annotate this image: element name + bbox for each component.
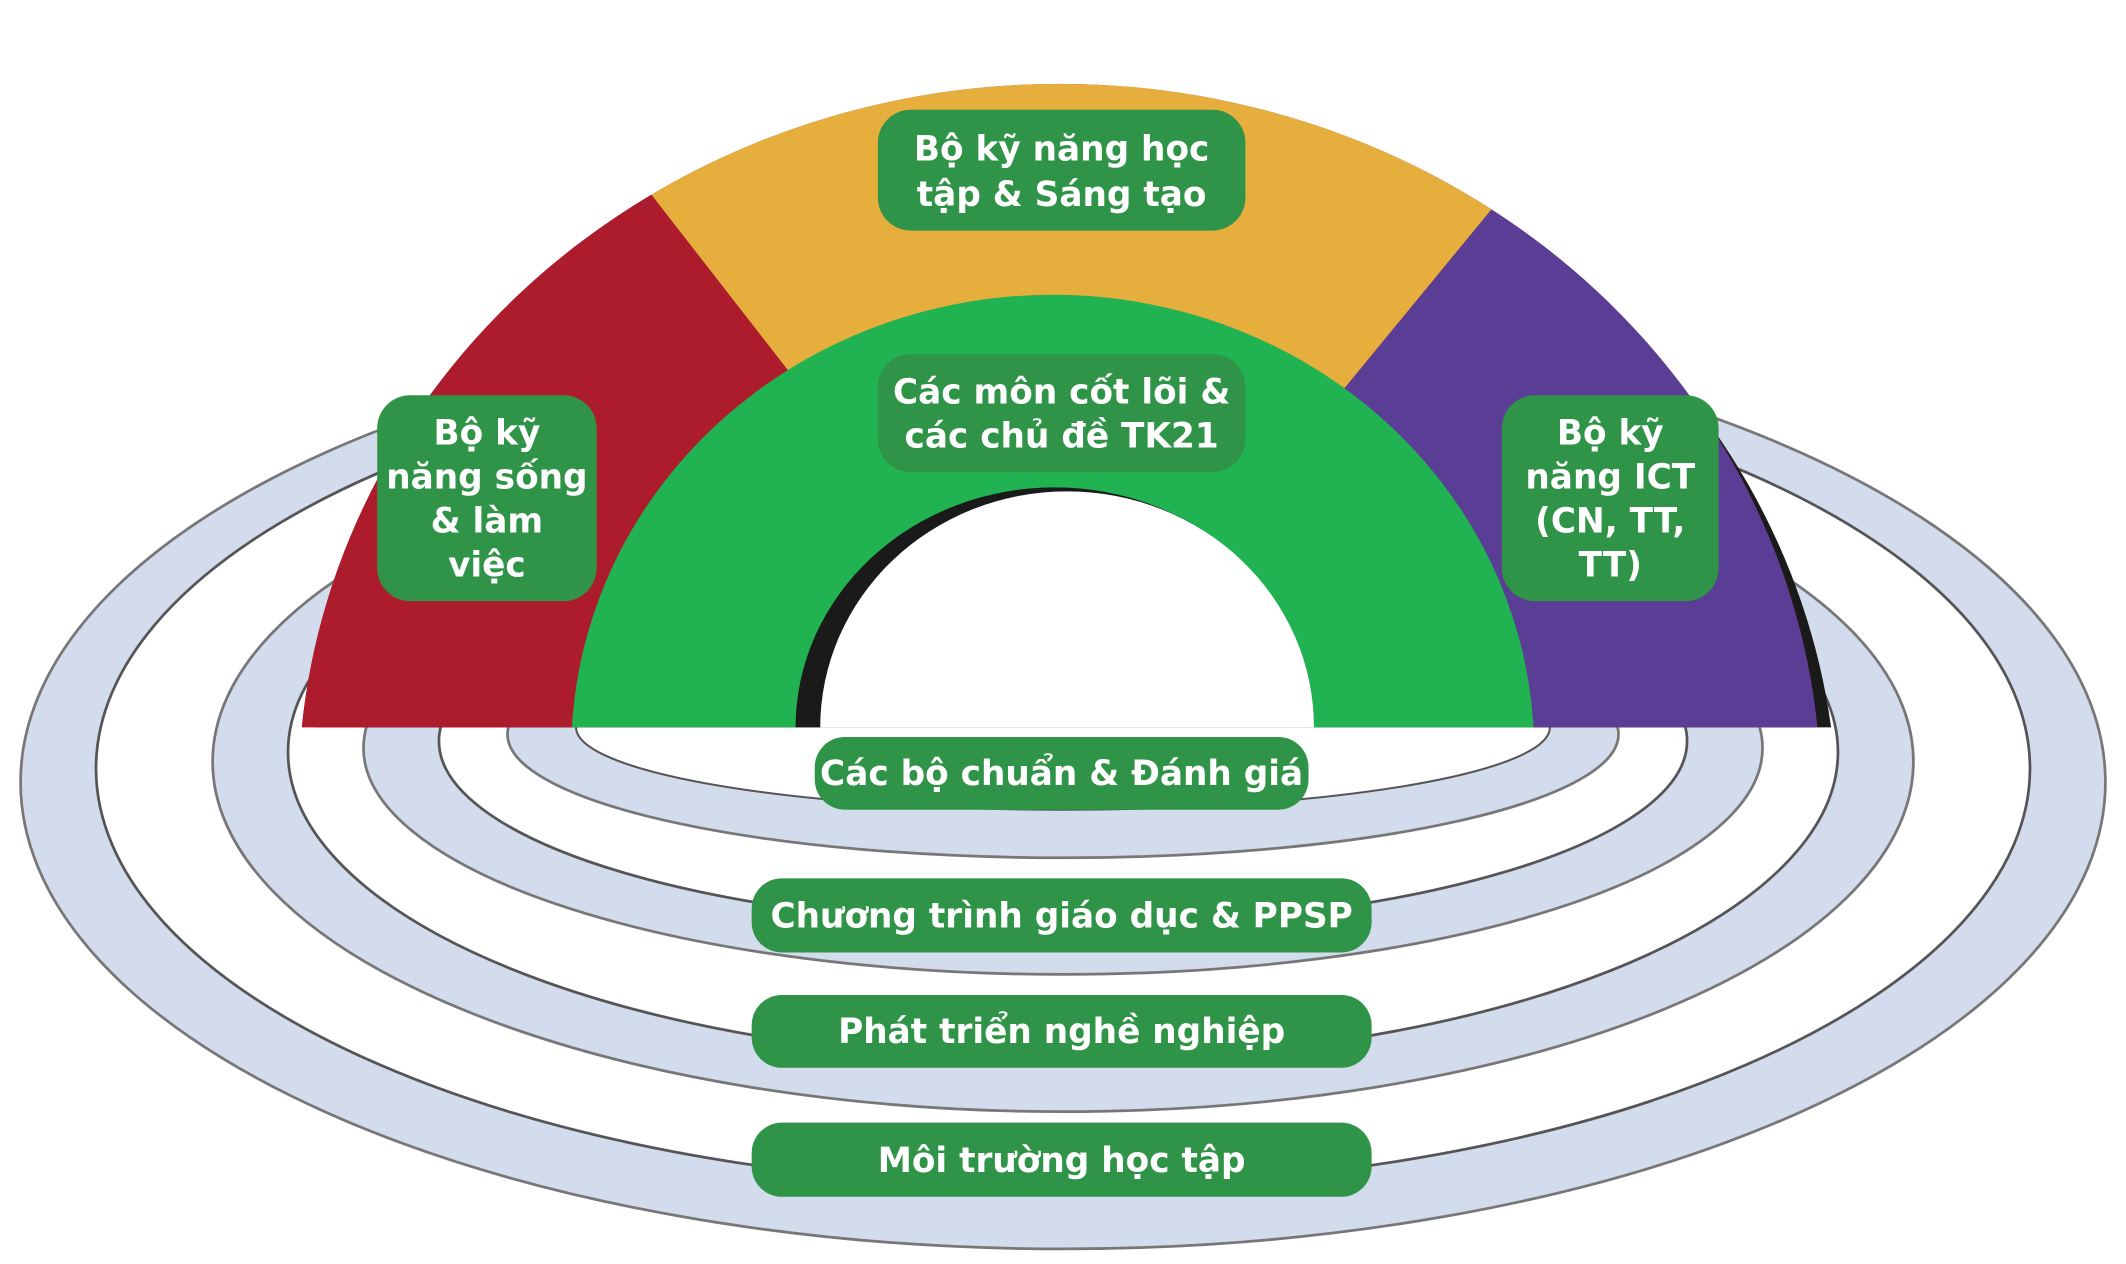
center-label: Các môn cốt lõi &các chủ đề TK21 — [877, 354, 1246, 473]
svg-text:Phát triển nghề nghiệp: Phát triển nghề nghiệp — [838, 1011, 1285, 1052]
svg-text:Các môn cốt lõi &các chủ đề TK: Các môn cốt lõi &các chủ đề TK21 — [893, 372, 1230, 456]
svg-text:Chương trình giáo dục & PPSP: Chương trình giáo dục & PPSP — [770, 897, 1352, 937]
arch-hole — [820, 491, 1315, 728]
ring-label-curriculum: Chương trình giáo dục & PPSP — [751, 878, 1372, 953]
ring-label-standards: Các bộ chuẩn & Đánh giá — [814, 736, 1309, 810]
ring-label-professional-development: Phát triển nghề nghiệp — [751, 995, 1372, 1068]
svg-text:Các bộ chuẩn & Đánh giá: Các bộ chuẩn & Đánh giá — [820, 753, 1303, 794]
ring-label-learning-environment: Môi trường học tập — [751, 1122, 1372, 1197]
svg-text:Môi trường học tập: Môi trường học tập — [878, 1141, 1246, 1181]
